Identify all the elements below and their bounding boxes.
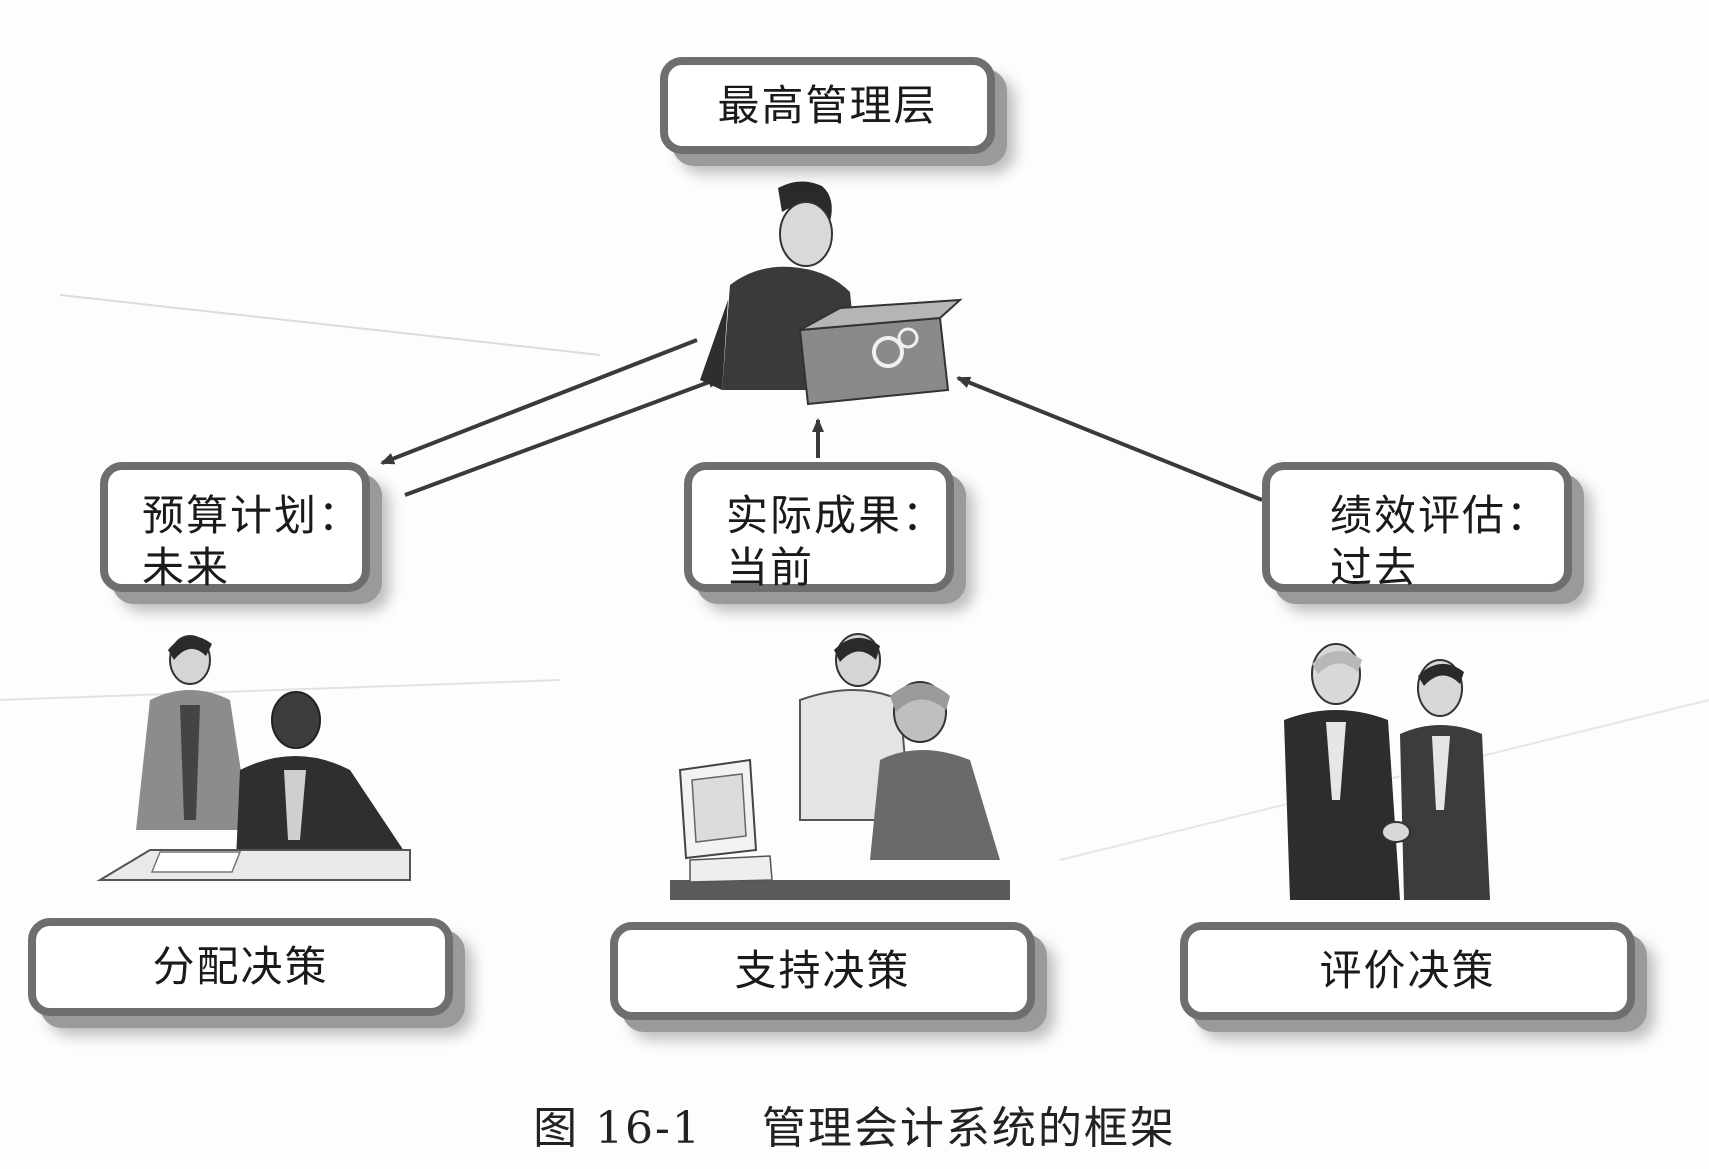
faint-line — [59, 294, 601, 356]
top-management-label: 最高管理层 — [717, 80, 938, 130]
figure-caption: 图 16-1 管理会计系统的框架 — [0, 1092, 1709, 1156]
performance-evaluation-time: 过去 — [1330, 543, 1419, 592]
performance-evaluation-box: 绩效评估： 过去 — [1262, 462, 1572, 592]
evaluation-decision-label: 评价决策 — [1319, 946, 1496, 995]
allocation-decision-box: 分配决策 — [28, 918, 453, 1016]
support-decision-box: 支持决策 — [610, 922, 1035, 1020]
budget-planning-time: 未来 — [142, 543, 231, 592]
faint-line — [0, 679, 561, 701]
figure-title: 管理会计系统的框架 — [761, 1103, 1176, 1154]
actual-results-box: 实际成果： 当前 — [684, 462, 954, 592]
figure-number: 图 16-1 — [533, 1103, 702, 1154]
top-management-box: 最高管理层 — [660, 57, 995, 154]
budget-planning-box: 预算计划： 未来 — [100, 462, 370, 592]
arrow-to-budget — [380, 338, 698, 465]
actual-results-title: 实际成果： — [726, 491, 947, 540]
performance-evaluation-title: 绩效评估： — [1330, 491, 1551, 540]
arrow-from-budget — [404, 376, 722, 497]
allocation-decision-label: 分配决策 — [152, 942, 329, 991]
evaluation-decision-box: 评价决策 — [1180, 922, 1635, 1020]
actual-results-time: 当前 — [726, 543, 815, 592]
budget-planning-title: 预算计划： — [142, 491, 363, 540]
arrow-from-performance — [956, 376, 1263, 502]
support-decision-label: 支持决策 — [734, 946, 911, 995]
